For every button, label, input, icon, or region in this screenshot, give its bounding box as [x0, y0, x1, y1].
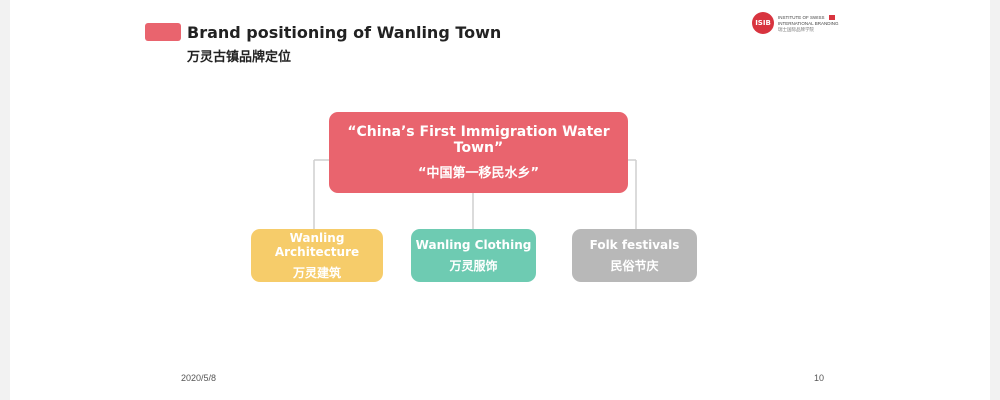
page-title: Brand positioning of Wanling Town	[187, 23, 502, 42]
logo-text-line3: 瑞士国际品牌学院	[778, 27, 814, 32]
isib-logo: ISIB INSTITUTE OF SWISS INTERNATIONAL BR…	[752, 12, 852, 36]
node-wanling-architecture: Wanling Architecture 万灵建筑	[251, 229, 383, 282]
node-label-zh: 万灵建筑	[292, 265, 341, 280]
slide-edge-right	[990, 0, 1000, 400]
root-node-water-town: “China’s First Immigration Water Town” “…	[329, 112, 628, 193]
page-number: 10	[814, 373, 825, 383]
footer-date: 2020/5/8	[181, 373, 217, 383]
node-label-en: Wanling Clothing	[415, 237, 532, 252]
node-label-en: Folk festivals	[589, 237, 680, 252]
node-label-zh: 万灵服饰	[449, 258, 498, 273]
page-subtitle: 万灵古镇品牌定位	[187, 50, 292, 65]
root-label-en: “China’s First Immigration Water Town”	[347, 124, 610, 156]
root-label-zh: “中国第一移民水乡”	[417, 166, 540, 181]
logo-mark: ISIB	[752, 12, 774, 34]
node-folk-festivals: Folk festivals 民俗节庆	[572, 229, 697, 282]
slide-edge-left	[0, 0, 10, 400]
logo-text-line2: INTERNATIONAL BRANDING	[778, 21, 839, 26]
title-marker	[145, 23, 181, 41]
node-label-zh: 民俗节庆	[610, 258, 659, 273]
swiss-flag-icon	[829, 15, 835, 20]
node-label-en: Wanling Architecture	[274, 230, 360, 259]
logo-text-line1: INSTITUTE OF SWISS	[778, 15, 825, 20]
node-wanling-clothing: Wanling Clothing 万灵服饰	[411, 229, 536, 282]
